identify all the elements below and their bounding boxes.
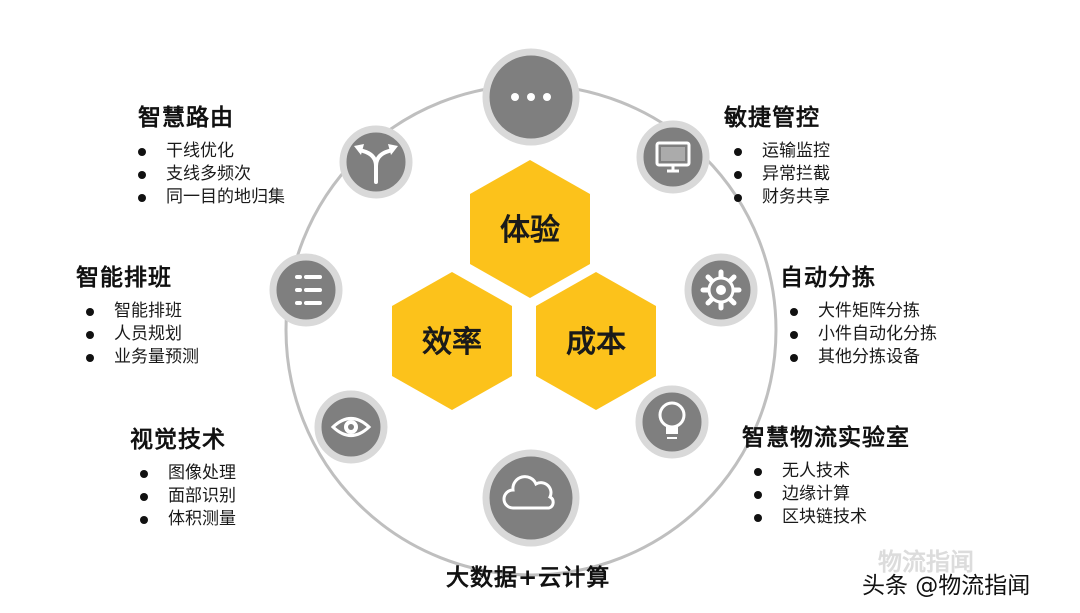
list-item: 体积测量 (134, 508, 236, 531)
hex-cost: 成本 (536, 272, 656, 410)
hex-efficiency: 效率 (392, 272, 512, 410)
bullet-list: 智能排班 人员规划 业务量预测 (80, 300, 199, 369)
module-title: 智慧物流实验室 (742, 425, 910, 451)
list-item: 人员规划 (80, 323, 199, 346)
list-item: 边缘计算 (748, 483, 910, 506)
cloud-icon (482, 449, 580, 547)
watermark-text: 物流指闻 (878, 548, 974, 576)
module-smart-scheduling: 智能排班 智能排班 人员规划 业务量预测 (76, 258, 199, 369)
module-title: 自动分拣 (780, 265, 876, 291)
list-item: 面部识别 (134, 485, 236, 508)
module-auto-sorting: 自动分拣 大件矩阵分拣 小件自动化分拣 其他分拣设备 (780, 258, 937, 369)
list-item: 财务共享 (728, 186, 830, 209)
gear-icon (684, 253, 758, 327)
list-item: 区块链技术 (748, 506, 910, 529)
bullet-list: 无人技术 边缘计算 区块链技术 (748, 460, 910, 529)
list-item: 无人技术 (748, 460, 910, 483)
route-split-icon (339, 125, 413, 199)
module-title: 智能排班 (76, 265, 172, 291)
bullet-list: 图像处理 面部识别 体积测量 (134, 462, 236, 531)
source-label: 头条 @物流指闻 (862, 573, 1031, 599)
bullet-list: 大件矩阵分拣 小件自动化分拣 其他分拣设备 (784, 300, 937, 369)
more-dots-icon (482, 48, 580, 146)
list-item: 图像处理 (134, 462, 236, 485)
list-item: 大件矩阵分拣 (784, 300, 937, 323)
bullet-list: 运输监控 异常拦截 财务共享 (728, 140, 830, 209)
hex-cost-label: 成本 (566, 325, 626, 360)
list-item: 干线优化 (132, 140, 285, 163)
list-item: 其他分拣设备 (784, 346, 937, 369)
list-item: 支线多频次 (132, 163, 285, 186)
bullet-list: 干线优化 支线多频次 同一目的地归集 (132, 140, 285, 209)
list-item: 运输监控 (728, 140, 830, 163)
hex-experience: 体验 (470, 160, 590, 298)
list-icon (269, 253, 343, 327)
module-vision-tech: 视觉技术 图像处理 面部识别 体积测量 (130, 420, 236, 531)
list-item: 同一目的地归集 (132, 186, 285, 209)
module-title: 敏捷管控 (724, 105, 820, 131)
eye-icon (314, 390, 388, 464)
monitor-icon (636, 120, 710, 194)
hex-experience-label: 体验 (500, 213, 560, 248)
module-title: 视觉技术 (130, 427, 226, 453)
list-item: 小件自动化分拣 (784, 323, 937, 346)
module-bigdata-title: 大数据+云计算 (446, 565, 611, 591)
lightbulb-icon (635, 385, 709, 459)
module-title: 智慧路由 (138, 105, 234, 131)
list-item: 异常拦截 (728, 163, 830, 186)
list-item: 智能排班 (80, 300, 199, 323)
hex-efficiency-label: 效率 (422, 325, 482, 360)
list-item: 业务量预测 (80, 346, 199, 369)
module-smart-routing: 智慧路由 干线优化 支线多频次 同一目的地归集 (138, 98, 285, 209)
module-agile-control: 敏捷管控 运输监控 异常拦截 财务共享 (724, 98, 830, 209)
module-logistics-lab: 智慧物流实验室 无人技术 边缘计算 区块链技术 (742, 418, 910, 529)
